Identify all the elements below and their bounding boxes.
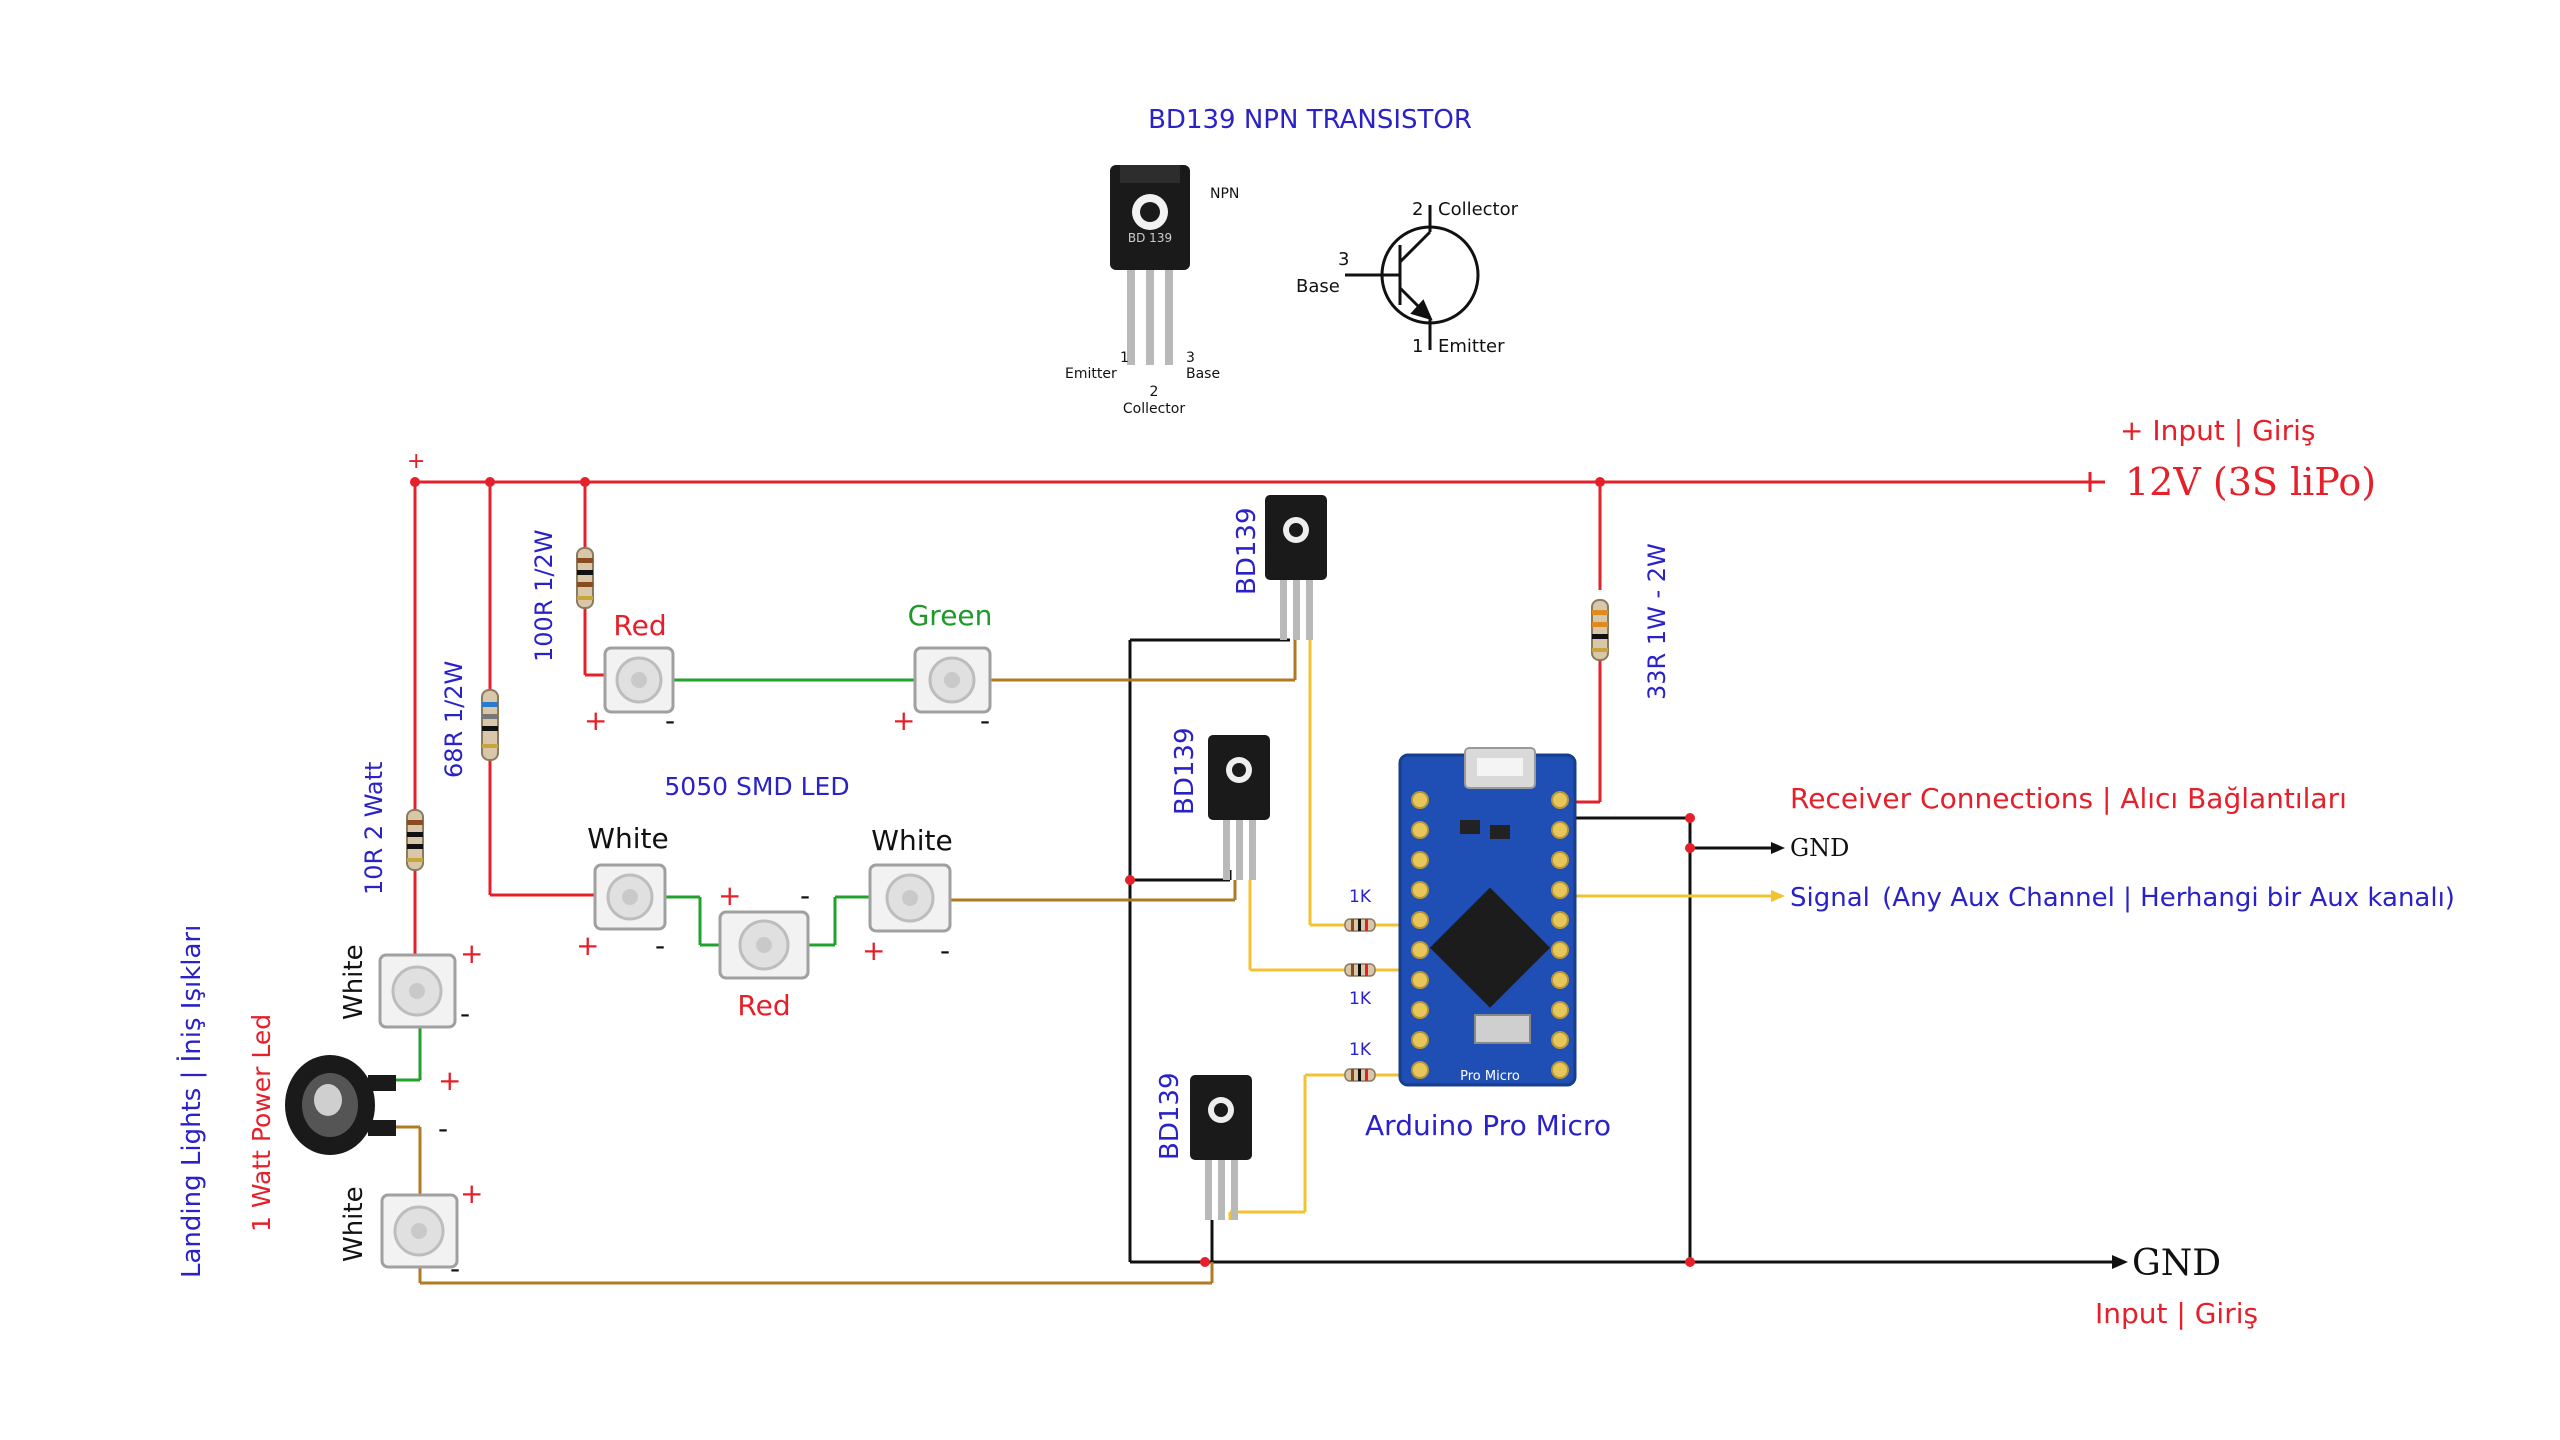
polarity-plus: + <box>584 704 607 737</box>
resistor-1k-b-label: 1K <box>1349 989 1372 1009</box>
board-label: Arduino Pro Micro <box>1365 1109 1611 1142</box>
resistor-10r <box>406 809 424 871</box>
package-pin2-number: 2 <box>1150 384 1159 400</box>
led-red-top <box>603 646 675 714</box>
power-led-label: 1 Watt Power Led <box>247 1014 276 1232</box>
receiver-signal-note: (Any Aux Channel | Herhangi bir Aux kana… <box>1882 883 2455 913</box>
package-marking: BD 139 <box>1128 231 1172 245</box>
receiver-gnd-arrowhead <box>1771 842 1785 854</box>
led-red-mid <box>718 910 810 980</box>
resistor-1k-a-label: 1K <box>1349 887 1372 907</box>
power-led <box>285 1055 396 1155</box>
symbol-collector-label: Collector <box>1438 199 1519 220</box>
polarity-plus: + <box>576 929 599 962</box>
signal-arrowhead <box>1771 890 1785 902</box>
npn-label: NPN <box>1210 186 1239 202</box>
resistor-68r-label: 68R 1/2W <box>440 661 468 778</box>
led-white-left <box>593 863 667 931</box>
resistor-33r-label: 33R 1W - 2W <box>1643 543 1671 700</box>
resistor-1k-c-label: 1K <box>1349 1040 1372 1060</box>
led-white-upper-label: White <box>339 944 369 1020</box>
package-pin1-number: 1 <box>1120 350 1129 366</box>
polarity-minus: - <box>800 879 810 912</box>
polarity-minus: - <box>460 997 470 1030</box>
gnd-input-caption: Input | Giriş <box>2095 1297 2258 1330</box>
transistor-q1 <box>1265 495 1327 640</box>
resistor-68r <box>481 689 499 761</box>
landing-lights-label: Landing Lights | İniş Işıkları <box>175 925 207 1278</box>
package-pin3-label: Base <box>1186 366 1220 382</box>
polarity-minus: - <box>665 704 675 737</box>
led-white-left-label: White <box>587 822 668 855</box>
ground-wires <box>1128 638 2120 1264</box>
polarity-plus: + <box>718 879 741 912</box>
transistor-q1-label: BD139 <box>1232 508 1262 595</box>
gnd-input-arrowhead <box>2112 1255 2128 1269</box>
smd-led-label: 5050 SMD LED <box>664 772 849 801</box>
led-white-lower <box>380 1193 459 1269</box>
polarity-plus: + <box>892 704 915 737</box>
led-brown-wires <box>395 640 1297 1285</box>
polarity-marks: + - + - + - + - + - + - + - + - <box>438 704 990 1285</box>
led-white-right-label: White <box>871 824 952 857</box>
transistor-ref-title: BD139 NPN TRANSISTOR <box>1148 105 1472 135</box>
resistor-1k-a <box>1344 918 1376 932</box>
symbol-pin1-number: 1 <box>1412 336 1423 357</box>
receiver-signal: Signal <box>1790 883 1870 913</box>
symbol-pin2-number: 2 <box>1412 199 1423 220</box>
symbol-emitter-label: Emitter <box>1438 336 1505 357</box>
led-red-mid-label: Red <box>737 989 790 1022</box>
led-green-top-label: Green <box>908 599 993 632</box>
polarity-plus: + <box>460 1177 483 1210</box>
arduino-pro-micro-board: Pro Micro <box>1398 747 1577 1087</box>
package-pin1-label: Emitter <box>1065 366 1117 382</box>
rail-plus-mark: + <box>407 449 425 474</box>
resistor-1k-c <box>1344 1068 1376 1082</box>
transistor-q2 <box>1208 735 1270 880</box>
bd139-package-illustration: BD 139 <box>1110 165 1190 365</box>
receiver-signal-label: Signal (Any Aux Channel | Herhangi bir A… <box>1790 883 2455 913</box>
resistor-1k-b <box>1344 963 1376 977</box>
resistor-10r-label: 10R 2 Watt <box>360 762 388 895</box>
ground-junctions <box>1125 813 1695 1267</box>
resistor-100r <box>576 547 594 609</box>
led-white-lower-label: White <box>339 1186 369 1262</box>
transistor-q3-label: BD139 <box>1155 1073 1185 1160</box>
led-green-top <box>913 646 992 714</box>
receiver-title: Receiver Connections | Alıcı Bağlantılar… <box>1790 782 2347 815</box>
led-white-upper <box>378 953 457 1029</box>
polarity-plus: + <box>460 937 483 970</box>
polarity-minus: - <box>450 1252 460 1285</box>
polarity-minus: - <box>940 934 950 967</box>
resistor-100r-label: 100R 1/2W <box>530 530 558 662</box>
polarity-minus: - <box>980 704 990 737</box>
package-pin2-label: Collector <box>1123 401 1185 417</box>
power-rail-wires <box>413 480 2105 955</box>
board-silkscreen: Pro Micro <box>1460 1069 1520 1084</box>
symbol-pin3-number: 3 <box>1338 249 1349 270</box>
transistor-q2-label: BD139 <box>1170 728 1200 815</box>
transistor-q3 <box>1190 1075 1252 1220</box>
receiver-gnd-label: GND <box>1790 834 1849 862</box>
polarity-minus: - <box>655 929 665 962</box>
package-pin3-number: 3 <box>1186 350 1195 366</box>
polarity-minus: - <box>438 1112 448 1145</box>
polarity-plus: + <box>438 1064 461 1097</box>
power-voltage-label: 12V (3S liPo) <box>2125 460 2376 504</box>
power-input-label: + Input | Giriş <box>2120 414 2315 447</box>
led-green-wires <box>395 678 915 1082</box>
polarity-plus: + <box>862 934 885 967</box>
resistor-33r <box>1591 599 1609 661</box>
gnd-input-label: GND <box>2132 1243 2221 1284</box>
symbol-base-label: Base <box>1296 276 1340 297</box>
npn-symbol-illustration <box>1345 205 1480 350</box>
led-white-right <box>868 863 952 933</box>
power-rail-junctions <box>410 477 1605 487</box>
led-red-top-label: Red <box>613 609 666 642</box>
